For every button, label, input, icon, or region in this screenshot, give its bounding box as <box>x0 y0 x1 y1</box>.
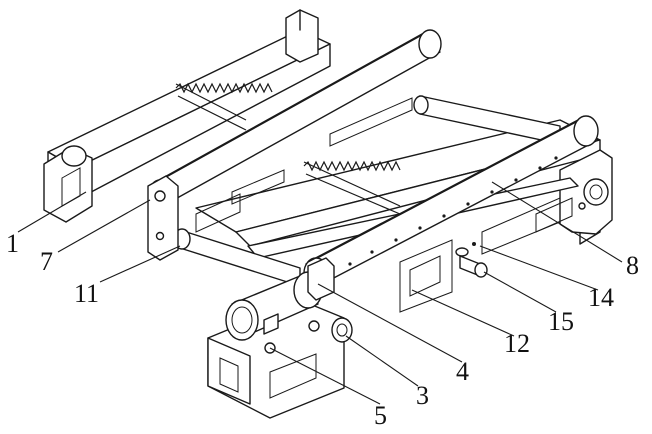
label-11: 11 <box>74 279 99 308</box>
rear-lead-screw <box>175 82 273 131</box>
label-4: 4 <box>456 357 469 386</box>
callout-labels: 1 7 11 8 14 15 12 4 3 5 <box>6 229 639 430</box>
side-plate-7 <box>147 175 179 261</box>
label-3: 3 <box>416 381 429 410</box>
label-8: 8 <box>626 251 639 280</box>
label-12: 12 <box>504 329 530 358</box>
right-end-cap <box>578 178 609 210</box>
label-5: 5 <box>374 401 387 430</box>
label-1: 1 <box>6 229 19 258</box>
coupling-4 <box>307 257 335 301</box>
left-end-bracket <box>43 145 93 223</box>
leader-lines <box>17 181 623 405</box>
label-7: 7 <box>40 247 53 276</box>
label-15: 15 <box>548 307 574 336</box>
front-lead-screw <box>303 160 401 215</box>
pin-15 <box>455 242 488 278</box>
label-14: 14 <box>588 283 614 312</box>
middle-cross-rod <box>413 95 561 145</box>
